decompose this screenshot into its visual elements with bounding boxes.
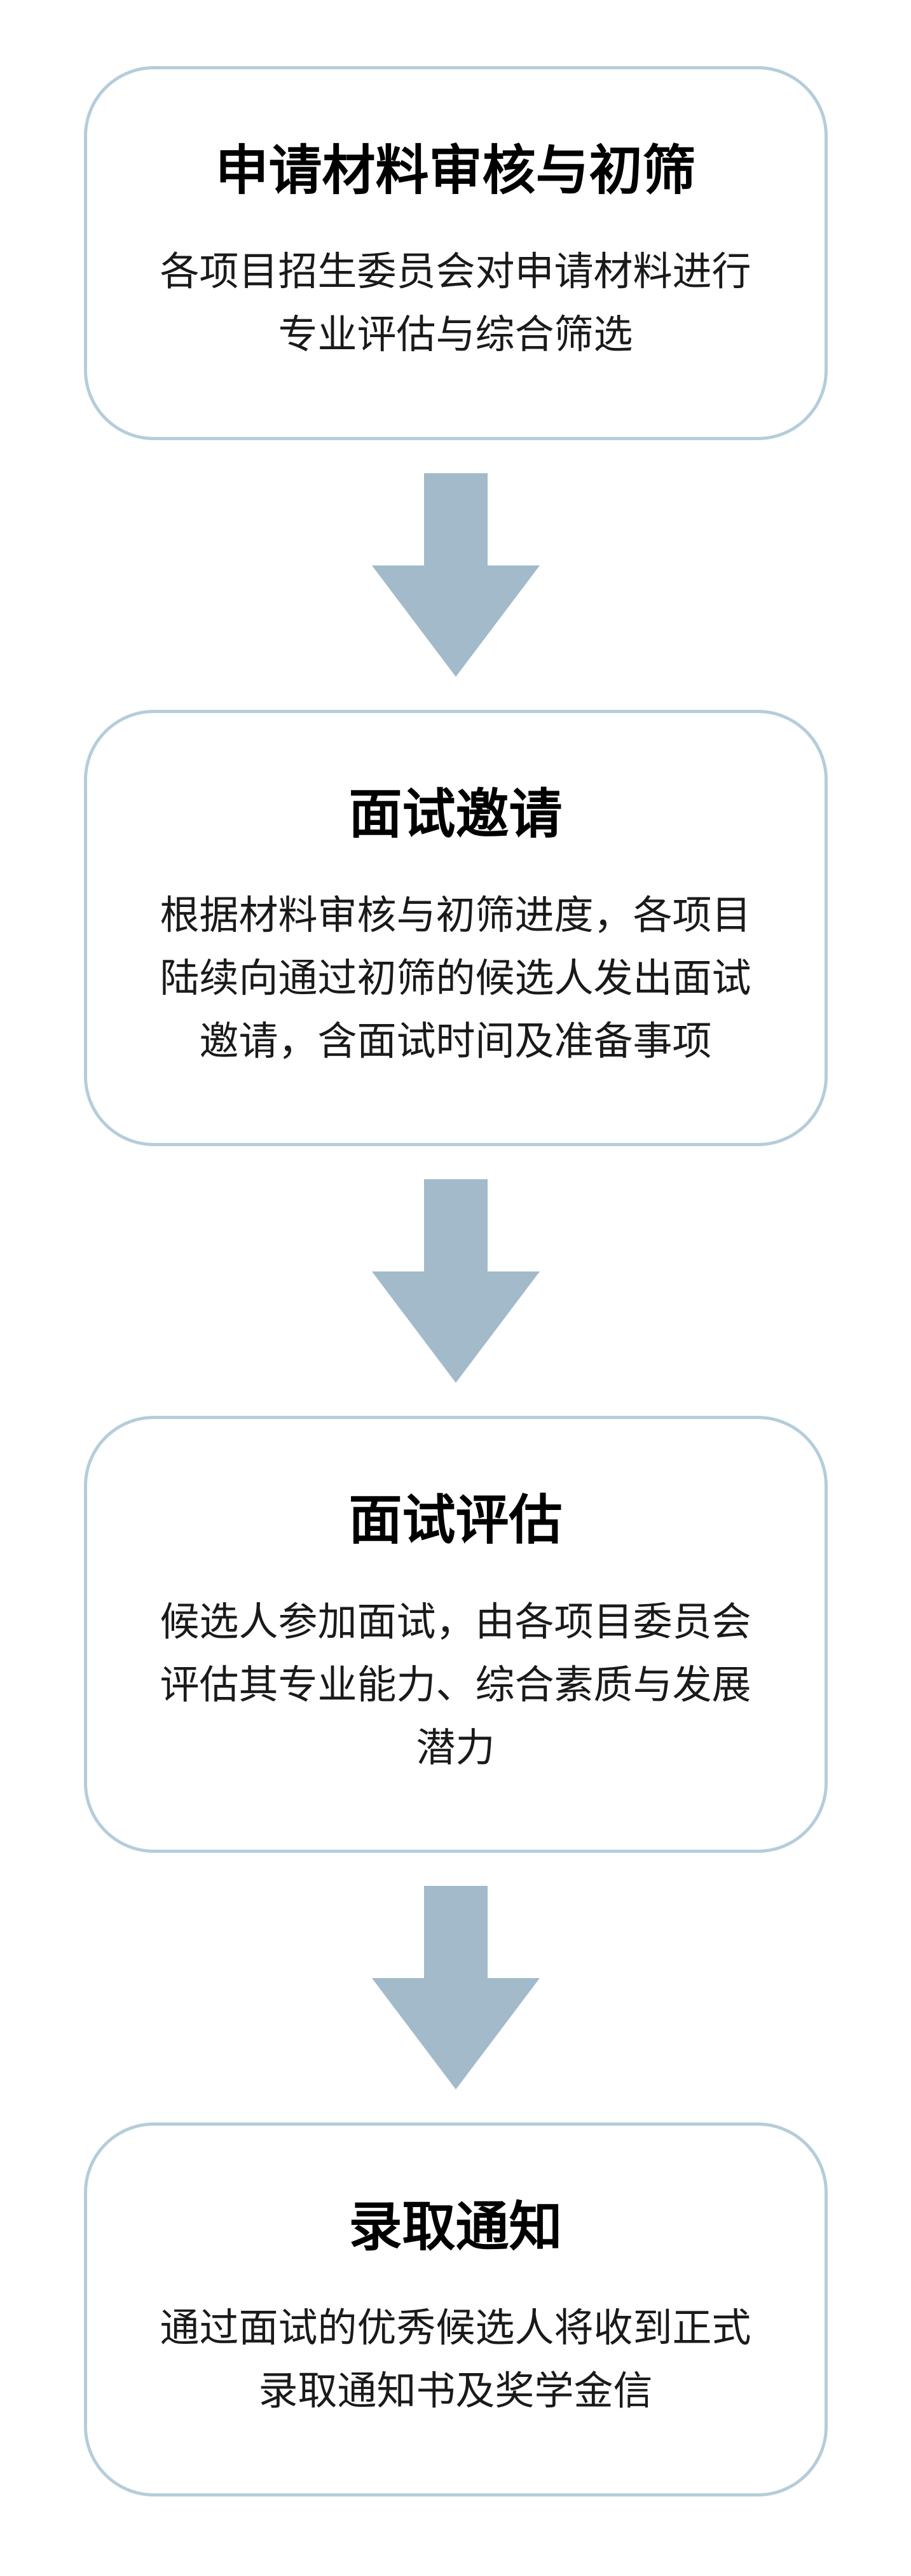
step-title: 录取通知 bbox=[348, 2197, 563, 2257]
down-arrow-icon bbox=[371, 1179, 540, 1383]
arrow-stem bbox=[423, 473, 488, 565]
step-description: 通过面试的优秀候选人将收到正式录取通知书及奖学金信 bbox=[160, 2306, 751, 2414]
step-title: 申请材料审核与初筛 bbox=[215, 141, 696, 200]
arrow-head bbox=[371, 565, 540, 677]
step-description: 候选人参加面试，由各项目委员会评估其专业能力、综合素质与发展潜力 bbox=[160, 1600, 751, 1770]
admission-process-flowchart: 申请材料审核与初筛 各项目招生委员会对申请材料进行专业评估与综合筛选 面试邀请 … bbox=[83, 66, 828, 2496]
step-title: 面试邀请 bbox=[348, 784, 563, 844]
step-title: 面试评估 bbox=[348, 1490, 563, 1551]
step-description: 根据材料审核与初筛进度，各项目陆续向通过初筛的候选人发出面试邀请，含面试时间及准… bbox=[160, 893, 751, 1064]
flow-step-application-review: 申请材料审核与初筛 各项目招生委员会对申请材料进行专业评估与综合筛选 bbox=[83, 66, 828, 440]
arrow-stem bbox=[423, 1886, 488, 1979]
flow-step-admission-notice: 录取通知 通过面试的优秀候选人将收到正式录取通知书及奖学金信 bbox=[83, 2122, 828, 2496]
arrow-head bbox=[371, 1271, 540, 1383]
flow-step-interview-invitation: 面试邀请 根据材料审核与初筛进度，各项目陆续向通过初筛的候选人发出面试邀请，含面… bbox=[83, 709, 828, 1147]
down-arrow-icon bbox=[371, 1886, 540, 2090]
step-description: 各项目招生委员会对申请材料进行专业评估与综合筛选 bbox=[160, 250, 751, 357]
down-arrow-icon bbox=[371, 473, 540, 677]
arrow-head bbox=[371, 1978, 540, 2090]
arrow-stem bbox=[423, 1179, 488, 1272]
flow-step-interview-evaluation: 面试评估 候选人参加面试，由各项目委员会评估其专业能力、综合素质与发展潜力 bbox=[83, 1416, 828, 1853]
